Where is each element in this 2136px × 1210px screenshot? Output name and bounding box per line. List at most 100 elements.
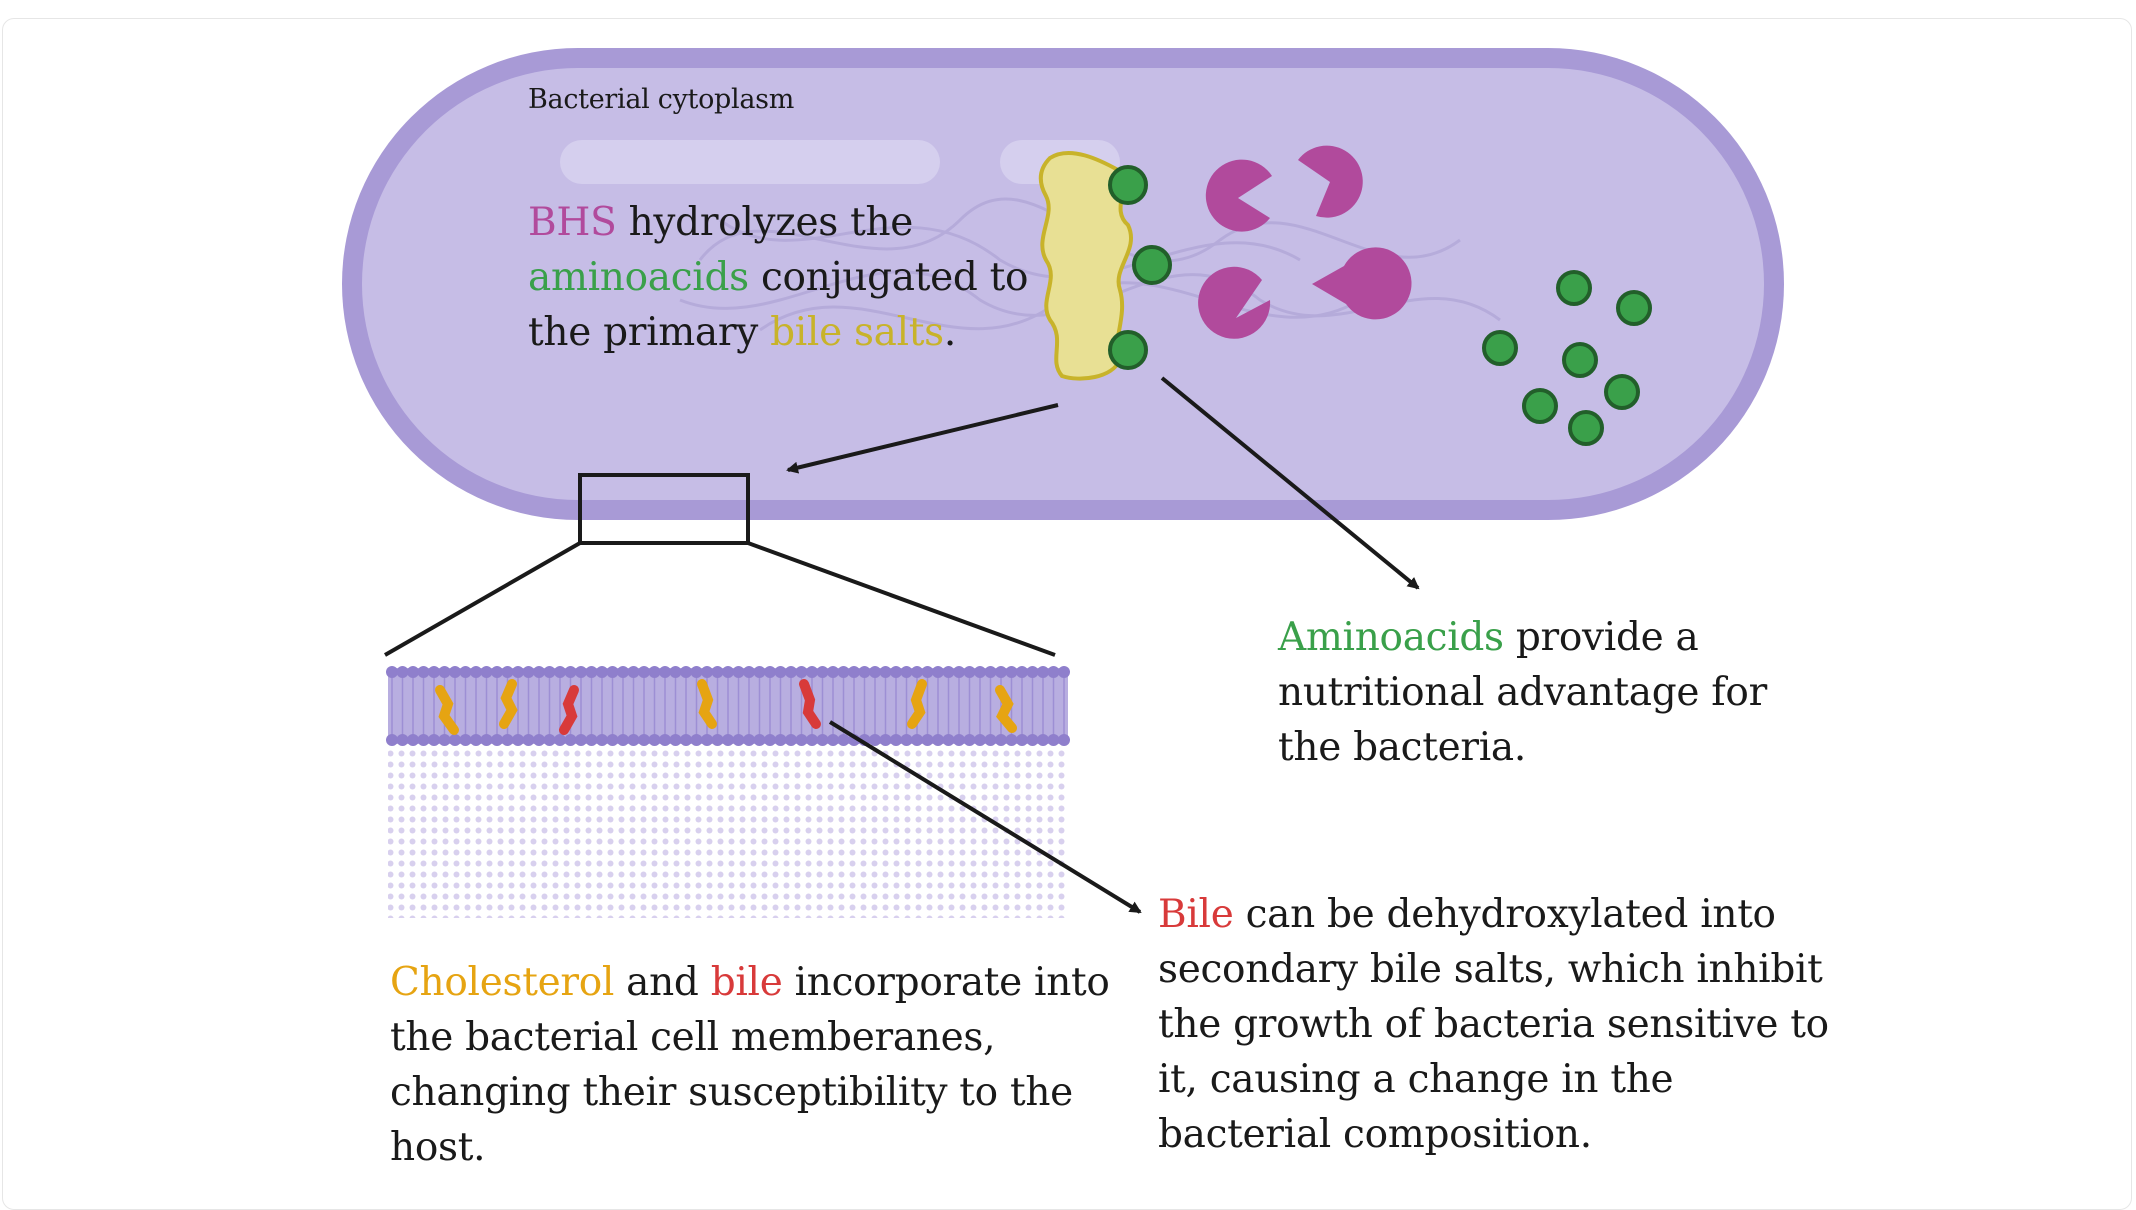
- phospholipid-head: [575, 734, 587, 746]
- phospholipid-head: [942, 734, 955, 746]
- phospholipid-head: [669, 734, 682, 746]
- phospholipid-head: [417, 734, 430, 746]
- aminoacid-dot: [1604, 374, 1640, 410]
- chol-text-3: the bacterial cell memberanes,: [390, 1015, 996, 1060]
- phospholipid-head: [1058, 734, 1070, 746]
- phospholipid-head: [722, 666, 734, 678]
- phospholipid-head: [900, 734, 913, 746]
- cholesterol-term: Cholesterol: [390, 960, 615, 1005]
- phospholipid-head: [743, 666, 755, 678]
- phospholipid-head: [659, 734, 671, 746]
- phospholipid-head: [512, 734, 524, 746]
- phospholipid-head: [1005, 734, 1018, 746]
- phospholipid-head: [995, 734, 1007, 746]
- phospholipid-head: [596, 666, 608, 678]
- phospholipid-head: [438, 666, 451, 678]
- arrow-to-aminoacids: [1160, 376, 1420, 590]
- phospholipid-head: [1058, 666, 1070, 678]
- phospholipid-head: [522, 734, 535, 746]
- phospholipid-head: [795, 666, 808, 678]
- bhs-text-4: .: [943, 310, 956, 355]
- phospholipid-head: [386, 734, 398, 746]
- phospholipid-head: [785, 666, 797, 678]
- bhs-text-3: the primary: [528, 310, 771, 355]
- phospholipid-head: [606, 666, 619, 678]
- phospholipid-head: [963, 734, 976, 746]
- phospholipid-head: [932, 734, 944, 746]
- phospholipid-head: [438, 734, 451, 746]
- phospholipid-head: [543, 666, 556, 678]
- membrane-detail: [386, 666, 1070, 918]
- amino-text-1: provide a: [1503, 615, 1699, 660]
- phospholipid-head: [585, 666, 598, 678]
- phospholipid-head: [785, 734, 797, 746]
- phospholipid-head: [554, 666, 566, 678]
- phospholipid-head: [722, 734, 734, 746]
- phospholipid-head: [669, 666, 682, 678]
- bile-term: bile: [710, 960, 783, 1005]
- phospholipid-head: [869, 666, 881, 678]
- phospholipid-head: [942, 666, 955, 678]
- bile-text-5: bacterial composition.: [1158, 1112, 1592, 1157]
- phospholipid-head: [806, 666, 818, 678]
- aminoacids-term: Aminoacids: [1278, 615, 1504, 660]
- aminoacid-dot: [1616, 290, 1652, 326]
- arrows: [786, 376, 1420, 914]
- bile-text: Bile can be dehydroxylated into secondar…: [1158, 887, 1829, 1162]
- phospholipid-head: [795, 734, 808, 746]
- chol-text-4: changing their susceptibility to the: [390, 1070, 1073, 1115]
- phospholipid-head: [711, 666, 724, 678]
- aminoacid-dot: [1568, 410, 1604, 446]
- phospholipid-head: [753, 666, 766, 678]
- phospholipid-head: [1026, 666, 1039, 678]
- chol-text-5: host.: [390, 1125, 486, 1170]
- bhs-enzymes: [1198, 145, 1412, 339]
- phospholipid-head: [617, 734, 629, 746]
- phospholipid-head: [879, 734, 892, 746]
- phospholipid-head: [533, 666, 545, 678]
- phospholipid-head: [743, 734, 755, 746]
- phospholipid-head: [732, 734, 745, 746]
- phospholipid-head: [827, 666, 839, 678]
- aminoacids-term: aminoacids: [528, 255, 749, 300]
- free-aminoacids: [1482, 270, 1652, 446]
- bile-molecules: [559, 679, 821, 735]
- phospholipid-head: [680, 666, 692, 678]
- enzyme-icon: [1205, 159, 1272, 232]
- phospholipid-head: [648, 666, 661, 678]
- phospholipid-head: [984, 734, 997, 746]
- phospholipid-head: [564, 666, 577, 678]
- phospholipid-head: [932, 666, 944, 678]
- phospholipid-head: [417, 666, 430, 678]
- bile-salts-term: bile salts: [770, 310, 944, 355]
- bhs-text: BHS hydrolyzes the aminoacids conjugated…: [528, 195, 1029, 360]
- phospholipid-head: [449, 734, 461, 746]
- bile-text-4: it, causing a change in the: [1158, 1057, 1674, 1102]
- cholesterol-text: Cholesterol and bile incorporate into th…: [390, 955, 1110, 1175]
- enzyme-icon: [1312, 247, 1412, 320]
- aminoacid-dot: [1482, 330, 1518, 366]
- phospholipid-head: [890, 734, 902, 746]
- aminoacid-dot: [1556, 270, 1592, 306]
- phospholipid-head: [428, 734, 440, 746]
- conjugated-aminoacids: [1108, 165, 1172, 370]
- phospholipid-head: [816, 666, 829, 678]
- phospholipid-head: [995, 666, 1007, 678]
- phospholipid-head: [617, 666, 629, 678]
- aminoacid-dot: [1108, 165, 1148, 205]
- phospholipid-head: [953, 666, 965, 678]
- aminoacid-dot: [1132, 245, 1172, 285]
- phospholipid-head: [827, 734, 839, 746]
- phospholipid-head: [690, 734, 703, 746]
- amino-text-3: the bacteria.: [1278, 725, 1526, 770]
- phospholipid-head: [659, 666, 671, 678]
- phospholipid-head: [806, 734, 818, 746]
- phospholipid-head: [638, 734, 650, 746]
- phospholipid-head: [428, 666, 440, 678]
- phospholipid-head: [459, 666, 472, 678]
- phospholipid-head: [974, 734, 986, 746]
- phospholipid-head: [921, 666, 934, 678]
- phospholipid-head: [627, 666, 640, 678]
- phospholipid-head: [1005, 666, 1018, 678]
